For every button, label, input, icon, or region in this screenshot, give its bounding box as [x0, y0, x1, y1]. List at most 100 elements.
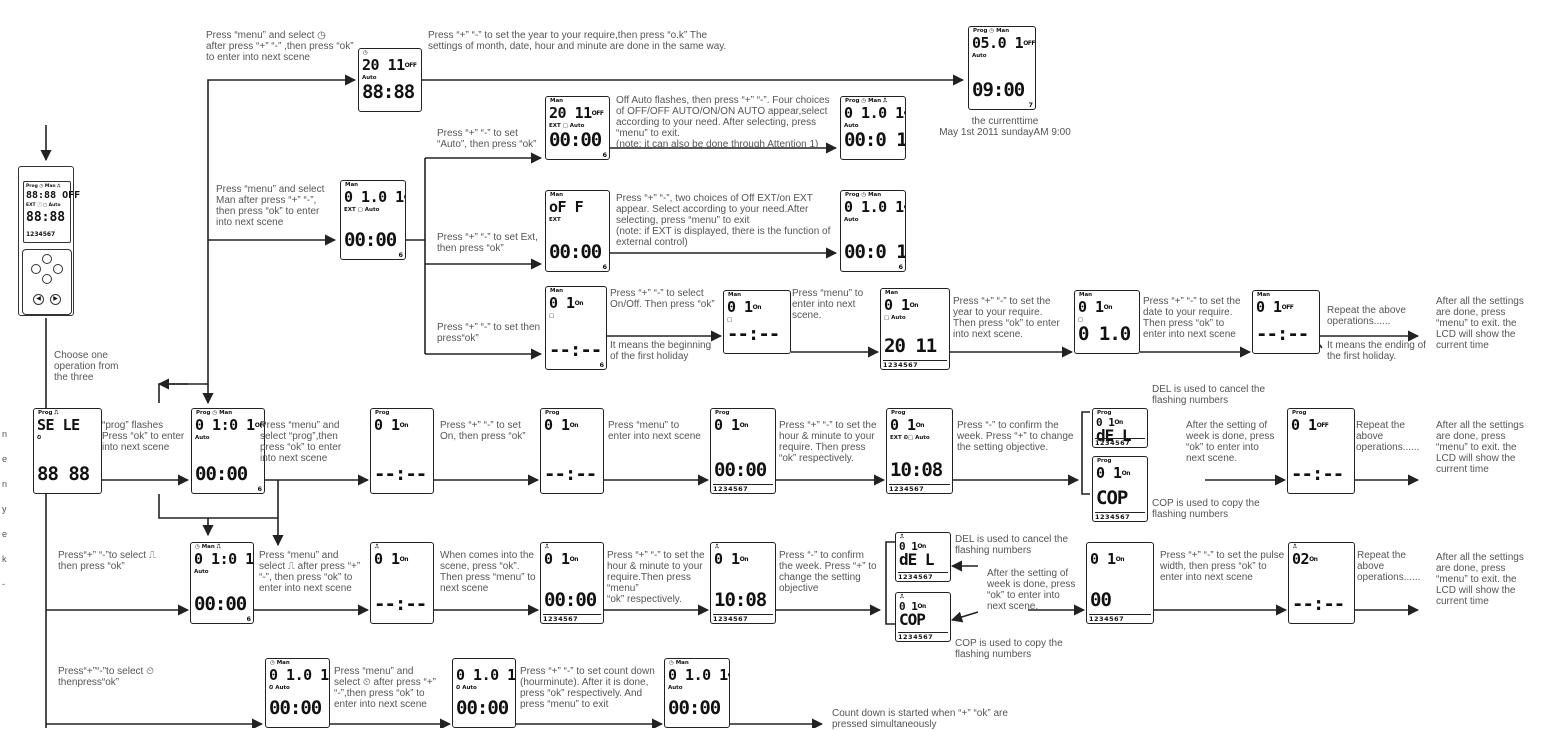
text-set-countdown: Press “+” “-” to set count down (hourmin… — [520, 666, 660, 710]
lcd-bottom: 6 — [548, 151, 607, 159]
lcd-line1: 0 1.0 1OFF — [344, 190, 406, 205]
lcd-bottom: 6 — [193, 615, 251, 623]
lcd-line2: 10:08 — [890, 461, 942, 480]
lcd-line2: --:-- — [549, 341, 601, 360]
text-repeat-above-3: Repeat the above operations...... — [1357, 550, 1422, 583]
lcd-suffix: On — [1309, 556, 1317, 563]
text-select-countdown: Press“+”“-”to select ⏲ thenpress“ok” — [58, 666, 208, 688]
lcd-bottom: 1234567 — [713, 484, 773, 493]
lcd-suffix: On — [916, 422, 924, 429]
right-arrow-icon[interactable]: ▶ — [50, 294, 61, 305]
lcd-line1: 0 1OFF — [1256, 300, 1293, 315]
lcd-line1: 0 1On — [549, 296, 583, 311]
lcd-line2: dE L — [899, 550, 934, 569]
text-set-hour-minute: Press “+” “-” to set the hour & minute t… — [779, 420, 884, 464]
lcd-bottom: 1234567 — [543, 614, 601, 623]
text-del-cancel-1: DEL is used to cancel the flashing numbe… — [1152, 384, 1272, 406]
text-set-hour-menu: Press “+” “-” to set the hour & minute t… — [607, 550, 717, 605]
lcd-line2: 00:00 — [195, 465, 247, 484]
lcd-suffix: OFF — [728, 672, 730, 679]
lcd-line1: 0 1On — [1096, 466, 1130, 481]
lcd-line1: 20 11OFF — [549, 106, 603, 121]
lcd-mid: Auto — [195, 435, 261, 441]
lcd-bottom: 7 — [971, 101, 1033, 109]
lcd-line2: --:-- — [1256, 325, 1308, 344]
text-set-on: Press “+” “-” to set On, then press “ok” — [440, 420, 535, 442]
lcd-line2: 00:00 — [668, 699, 720, 718]
lcd-bottom: 1234567 — [1095, 438, 1145, 447]
device-top-icons: Prog ◷ Man ⎍ — [26, 183, 60, 189]
lcd-line2: 00:00 — [714, 461, 766, 480]
text-ext-choices: Press “+” “-”, two choices of Off EXT/on… — [616, 193, 838, 248]
text-press-menu-man: Press “menu” and select Man after press … — [216, 184, 336, 228]
lcd-line1: 0 1On — [1078, 300, 1112, 315]
text-menu-to-next: Press “menu” to enter into next scene — [608, 420, 708, 442]
text-repeat-above-2: Repeat the above operations...... — [1356, 420, 1421, 453]
lcd-line1: 0 1On — [374, 552, 408, 567]
lcd-line2: 0 1.0 1 — [1078, 325, 1140, 344]
lcd-line1: 0 1.0 1OFF — [269, 668, 330, 683]
device-line2: 88:88 — [26, 210, 65, 225]
text-select-pulse: Press“+” “-”to select ⎍ then press “ok” — [58, 550, 188, 572]
right-button[interactable] — [53, 264, 63, 274]
lcd-line2: 00:00 — [549, 243, 601, 262]
lcd-suffix: OFF — [329, 672, 330, 679]
lcd-line1: 0 1On — [1090, 552, 1124, 567]
text-press-menu-clock: Press “menu” and select ◷ after press “+… — [206, 30, 356, 63]
lcd-line2: --:-- — [544, 465, 596, 484]
lcd-line2: 00:0 1 — [844, 243, 906, 262]
lcd-bottom: 1234567 — [1095, 512, 1145, 521]
lcd-mid: EXT — [549, 217, 606, 223]
lcd-line1: 0 1On — [890, 418, 924, 433]
lcd-line2: --:-- — [1291, 465, 1343, 484]
lcd-line1: 0 1On — [374, 418, 408, 433]
text-off-auto: Off Auto flashes, then press “+” “-”. Fo… — [616, 95, 838, 150]
lcd-line2: 20 11 — [884, 337, 936, 356]
text-set-then-ok: Press “+” “-” to set then press“ok” — [437, 322, 547, 344]
lcd-screen-auto-b: Prog ◷ Man ⎍0 1.0 1OFFAuto00:0 1 — [840, 96, 906, 160]
text-ending-holiday: It means the ending of the first holiday… — [1327, 340, 1432, 362]
left-arrow-icon[interactable]: ◀ — [33, 294, 44, 305]
device-screen: Prog ◷ Man ⎍ 88:88 OFF EXT 🕐▢ Auto 88:88… — [23, 181, 71, 243]
lcd-suffix: On — [1104, 304, 1112, 311]
text-comes-into-scene: When comes into the scene, press “ok”. T… — [440, 550, 540, 594]
lcd-line1: 02On — [1292, 552, 1317, 567]
lcd-line2: --:-- — [727, 325, 779, 344]
lcd-suffix: On — [753, 304, 761, 311]
lcd-screen-pulse-b: ⎍0 1On--:-- — [370, 542, 434, 624]
lcd-suffix: On — [917, 543, 925, 550]
lcd-line2: 88:88 — [362, 83, 414, 102]
lcd-suffix: On — [570, 422, 578, 429]
text-set-date-require: Press “+” “-” to set the date to your re… — [1143, 296, 1248, 340]
lcd-suffix: OFF — [1282, 304, 1294, 311]
lcd-line2: 00 — [1090, 591, 1111, 610]
text-confirm-week-2: Press “-” to confirm the week. Press “+”… — [779, 550, 884, 594]
lcd-bottom: 1234567 — [883, 360, 947, 369]
lcd-line1: 0 1On — [727, 300, 761, 315]
lcd-suffix: OFF — [1023, 40, 1035, 47]
lcd-line1: 0 1.0 1OFF — [844, 200, 906, 215]
center-button[interactable] — [42, 274, 52, 284]
top-button[interactable] — [42, 254, 52, 264]
lcd-mid: ▢ Auto — [884, 315, 946, 321]
left-button[interactable] — [31, 264, 41, 274]
lcd-line2: COP — [1096, 489, 1127, 508]
lcd-line1: 05.0 1OFF — [972, 36, 1035, 51]
lcd-line1: 0 1On — [884, 298, 918, 313]
lcd-bottom: 1234567 — [889, 484, 950, 493]
lcd-mid: Auto — [844, 217, 902, 223]
lcd-line1: SE LE — [37, 418, 80, 433]
lcd-line1: 0 1On — [544, 418, 578, 433]
text-set-pulse-width: Press “+” “-” to set the pulse width, th… — [1160, 550, 1285, 583]
